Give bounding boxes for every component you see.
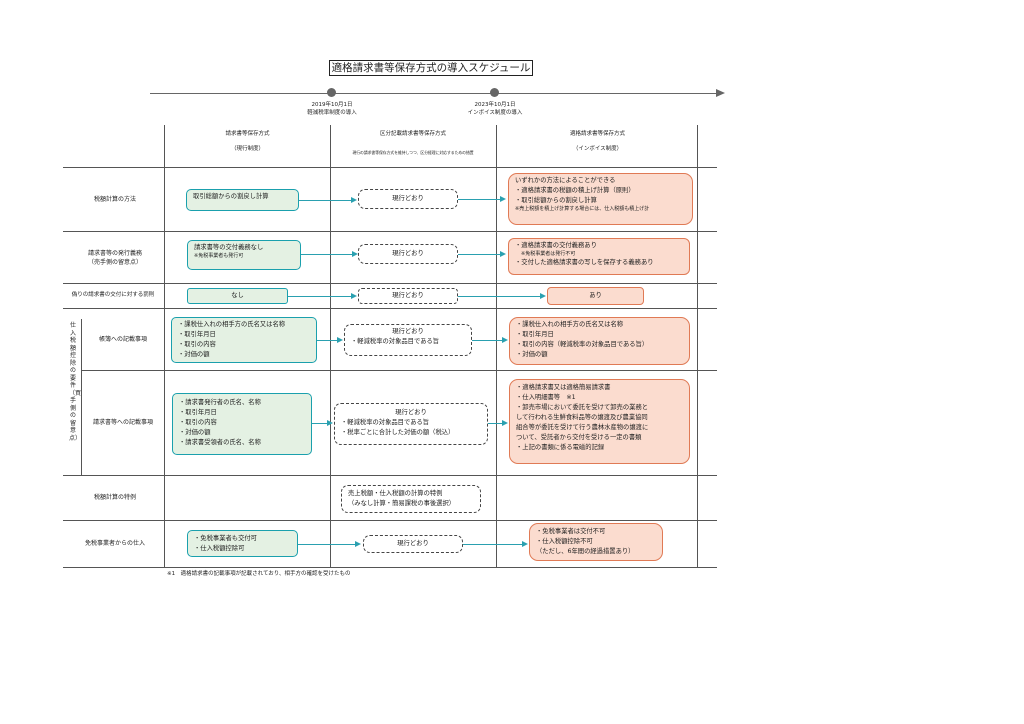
page-title: 適格請求書等保存方式の導入スケジュール [329, 60, 533, 76]
footnote: ※1 適格請求書の記載事項が記載されており、相手方の確認を受けたもの [167, 571, 351, 577]
grid-row-line-2 [63, 283, 717, 284]
r2-arrow-2 [458, 251, 506, 257]
column-header-invoice: 適格請求書等保存方式 （インボイス制度） [569, 131, 625, 152]
r5-arrow-2 [488, 420, 508, 426]
r4-arrow-1 [317, 337, 343, 343]
grid-row-line-6 [63, 520, 717, 521]
r3-arrow-2 [458, 293, 546, 299]
group-label-purchase-credit: 仕入税額控除の要件（買手側の留意点） [69, 322, 82, 442]
r1-arrow-1 [299, 197, 357, 203]
grid-row-line-0 [63, 167, 717, 168]
grid-col-line-2 [330, 125, 331, 568]
r7-mid-box: 現行どおり [363, 535, 463, 553]
timeline-event-2019: 2019年10月1日軽減税率制度の導入 [307, 102, 357, 116]
r3-arrow-1 [288, 293, 357, 299]
row-label-tax-calc: 税額計算の方法 [93, 196, 136, 203]
r5-arrow-1 [312, 420, 333, 426]
r6-mid-box: 売上税額・仕入税額の計算の特例 （みなし計算・簡易課税の事後選択） [341, 485, 481, 513]
r2-invoice-box: ・適格請求書の交付義務あり ※免税事業者は発行不可 ・交付した適格請求書の写しを… [508, 238, 690, 275]
r2-current-box: 請求書等の交付義務なし ※免税事業者も発行可 [187, 240, 301, 270]
row-label-exempt: 免税事業者からの仕入 [84, 540, 145, 547]
r1-invoice-box: いずれかの方法によることができる ・適格請求書の税額の積上げ計算（原則） ・取引… [508, 173, 693, 225]
timeline-dot-2023 [490, 88, 499, 97]
row-label-ledger: 帳簿への記載事項 [98, 336, 147, 343]
r4-current-box: ・課税仕入れの相手方の氏名又は名称 ・取引年月日 ・取引の内容 ・対価の額 [171, 317, 317, 363]
r7-invoice-box: ・免税事業者は交付不可 ・仕入税額控除不可 （ただし、6年間の経過措置あり） [529, 523, 663, 561]
r3-mid-box: 現行どおり [358, 288, 458, 304]
timeline-event-2023: 2023年10月1日インボイス制度の導入 [467, 102, 523, 116]
grid-col-line-3 [496, 125, 497, 568]
grid-row-line-4 [81, 370, 717, 371]
grid-col-line-1 [164, 125, 165, 568]
r4-arrow-2 [472, 337, 508, 343]
r3-invoice-box: あり [547, 287, 644, 305]
grid-group-line [81, 319, 82, 475]
r1-current-box: 取引総額からの割戻し計算 [186, 189, 299, 211]
row-label-special: 税額計算の特例 [93, 494, 136, 501]
r1-mid-box: 現行どおり [358, 189, 458, 209]
r2-mid-box: 現行どおり [358, 244, 458, 264]
grid-row-line-7 [63, 567, 717, 568]
r5-current-box: ・請求書発行者の氏名、名称 ・取引年月日 ・取引の内容 ・対価の額 ・請求書受領… [172, 393, 312, 455]
r7-arrow-2 [463, 541, 528, 547]
timeline-line [150, 93, 720, 94]
r5-mid-box: 現行どおり ・軽減税率の対象品目である旨 ・税率ごとに合計した対価の額（税込） [334, 403, 488, 445]
row-label-invoice-items: 請求書等への記載事項 [92, 419, 153, 426]
r7-arrow-1 [298, 541, 361, 547]
grid-col-line-4 [697, 125, 698, 568]
r1-arrow-2 [458, 196, 506, 202]
r4-mid-box: 現行どおり ・軽減税率の対象品目である旨 [344, 324, 472, 356]
r2-arrow-1 [301, 251, 358, 257]
timeline-arrow-icon [716, 89, 725, 97]
row-label-issuance: 請求書等の発行義務（売手側の留意点） [87, 250, 142, 266]
grid-row-line-5 [63, 475, 717, 476]
r5-invoice-box: ・適格請求書又は適格簡易請求書 ・仕入明細書等 ※1 ・卸売市場において委託を受… [509, 379, 690, 464]
timeline-dot-2019 [327, 88, 336, 97]
grid-row-line-3 [63, 308, 717, 309]
column-header-mid: 区分記載請求書等保存方式 現行の請求書等保存方式を維持しつつ、区分経理に対応する… [352, 131, 474, 155]
row-label-penalty: 偽りの請求書の交付に対する罰則 [71, 292, 155, 298]
r4-invoice-box: ・課税仕入れの相手方の氏名又は名称 ・取引年月日 ・取引の内容（軽減税率の対象品… [509, 317, 690, 365]
column-header-current: 請求書等保存方式 （現行制度） [225, 131, 270, 152]
grid-row-line-1 [63, 231, 717, 232]
r7-current-box: ・免税事業者も交付可 ・仕入税額控除可 [187, 530, 298, 557]
r3-current-box: なし [187, 288, 288, 304]
